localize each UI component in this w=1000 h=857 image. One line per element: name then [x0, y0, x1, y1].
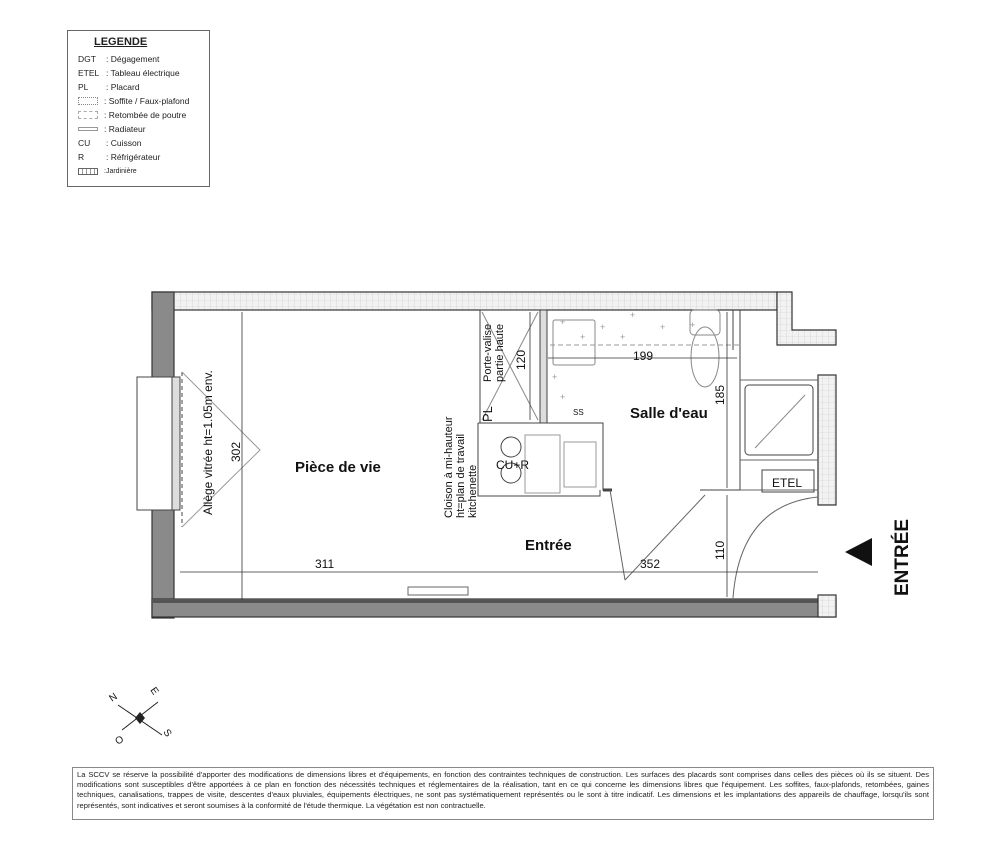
partition-label-2: ht=plan de travail: [455, 434, 467, 518]
compass-n: N: [107, 691, 119, 704]
etel-label: ETEL: [772, 476, 802, 490]
svg-text:+: +: [560, 392, 565, 402]
legend-label: :Jardinière: [104, 167, 137, 175]
svg-text:+: +: [660, 322, 665, 332]
dim-entrance-height: 110: [713, 541, 727, 560]
dim-placard-height: 120: [514, 350, 528, 370]
luggage-label-1: Porte-valise: [482, 324, 494, 382]
legend-key: DGT: [78, 54, 96, 64]
svg-text:+: +: [690, 320, 695, 330]
legend-label: : Soffite / Faux-plafond: [104, 96, 190, 106]
soffit-crosses: +++++++++: [552, 310, 695, 402]
legend-label: : Dégagement: [106, 54, 160, 64]
legend-item: : Soffite / Faux-plafond: [68, 94, 209, 108]
dim-living-width: 311: [315, 557, 334, 571]
legend-item: : Retombée de poutre: [68, 108, 209, 122]
dimension-lines: [180, 312, 818, 600]
legend-label: : Radiateur: [104, 124, 146, 134]
ss-label: SS: [573, 408, 584, 417]
legend-item: PL : Placard: [68, 80, 209, 94]
legend-key: CU: [78, 138, 91, 148]
placard-label: PL: [480, 406, 495, 422]
svg-text:+: +: [600, 322, 605, 332]
legend: LEGENDE DGT : Dégagement ETEL : Tableau él…: [67, 30, 210, 187]
legend-label: : Tableau électrique: [106, 68, 180, 78]
legend-item: R : Réfrigérateur: [68, 150, 209, 164]
legend-item: DGT : Dégagement: [68, 52, 209, 66]
interior-partitions: [407, 309, 819, 599]
window-bay: [136, 371, 261, 528]
kitchen-label: CU+R: [496, 458, 529, 472]
walls: [151, 291, 837, 619]
partition-label-1: Cloison à mi-hauteur: [443, 416, 455, 518]
room-label-living: Pièce de vie: [295, 459, 381, 476]
svg-text:+: +: [560, 317, 565, 327]
legend-item: ETEL : Tableau électrique: [68, 66, 209, 80]
partition-label-3: kitchenette: [467, 465, 479, 518]
legend-item: : Radiateur: [68, 122, 209, 136]
dim-bath-width: 199: [633, 349, 653, 363]
radiator-swatch: [78, 127, 98, 131]
compass-o: O: [113, 734, 126, 748]
dim-living-height: 302: [229, 442, 243, 462]
svg-text:+: +: [630, 310, 635, 320]
compass-e: E: [148, 685, 161, 697]
legend-label: : Réfrigérateur: [106, 152, 161, 162]
room-label-entrance: Entrée: [525, 537, 572, 554]
room-label-bathroom: Salle d'eau: [630, 405, 708, 422]
legend-label: : Cuisson: [106, 138, 142, 148]
entry-label: ENTRÉE: [891, 519, 913, 596]
legend-key: PL: [78, 82, 89, 92]
svg-text:+: +: [552, 372, 557, 382]
legend-key: ETEL: [78, 68, 100, 78]
legend-label: : Retombée de poutre: [104, 110, 187, 120]
disclaimer: La SCCV se réserve la possibilité d'appo…: [72, 767, 934, 820]
planter-swatch: [78, 167, 98, 175]
legend-item: :Jardinière: [68, 164, 209, 178]
beam-swatch: [78, 111, 98, 119]
compass-icon: N E S O: [107, 685, 173, 747]
dim-bath-height: 185: [713, 385, 727, 405]
legend-title: LEGENDE: [94, 36, 148, 48]
window-label: Allège vitrée ht=1.05m env.: [201, 370, 215, 515]
svg-text:+: +: [620, 332, 625, 342]
legend-item: CU : Cuisson: [68, 136, 209, 150]
legend-label: : Placard: [106, 82, 140, 92]
dim-entrance-width: 352: [640, 557, 660, 571]
svg-text:+: +: [580, 332, 585, 342]
luggage-label-2: partie haute: [494, 324, 506, 382]
legend-key: R: [78, 152, 85, 162]
soffit-swatch: [78, 97, 98, 105]
entry-arrow-icon: [845, 538, 872, 566]
compass-s: S: [161, 727, 174, 739]
